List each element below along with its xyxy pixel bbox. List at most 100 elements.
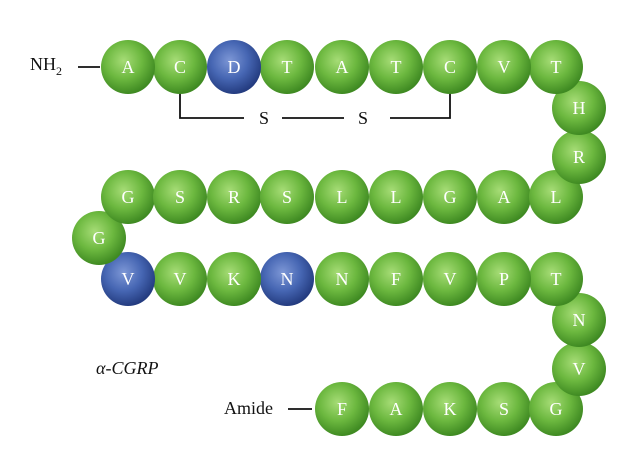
residue-bead — [315, 252, 369, 306]
residue-bead — [552, 342, 606, 396]
residue-bead — [72, 211, 126, 265]
residue-33: G — [529, 382, 583, 436]
residue-letter: L — [551, 187, 562, 207]
residue-letter: D — [228, 57, 241, 77]
residue-bead — [315, 170, 369, 224]
residue-bead-highlighted — [101, 252, 155, 306]
residue-bead — [552, 293, 606, 347]
residue-23: V — [153, 252, 207, 306]
residue-3: D — [207, 40, 261, 94]
residue-letter: G — [93, 228, 106, 248]
residue-6: T — [369, 40, 423, 94]
residue-36: A — [369, 382, 423, 436]
residue-bead — [552, 130, 606, 184]
residue-17: S — [260, 170, 314, 224]
residue-37: F — [315, 382, 369, 436]
residue-bead — [477, 170, 531, 224]
residue-letter: N — [336, 269, 349, 289]
residue-35: K — [423, 382, 477, 436]
residue-25: N — [260, 252, 314, 306]
residue-34: S — [477, 382, 531, 436]
residue-14: G — [423, 170, 477, 224]
residue-bead — [260, 170, 314, 224]
residue-28: V — [423, 252, 477, 306]
residue-letter: K — [444, 399, 457, 419]
n-terminus-label: NH2 — [30, 54, 62, 78]
residue-letter: T — [391, 57, 402, 77]
residue-letter: K — [228, 269, 241, 289]
residue-bead — [529, 170, 583, 224]
residue-13: A — [477, 170, 531, 224]
residue-2: C — [153, 40, 207, 94]
residue-bead — [529, 40, 583, 94]
residue-bead — [552, 81, 606, 135]
residue-letter: T — [282, 57, 293, 77]
residue-letter: F — [337, 399, 347, 419]
residue-letter: R — [228, 187, 240, 207]
residue-letter: V — [174, 269, 187, 289]
residue-15: L — [369, 170, 423, 224]
residue-bead — [423, 252, 477, 306]
residue-10: H — [552, 81, 606, 135]
residue-letter: F — [391, 269, 401, 289]
c-terminus-label: Amide — [224, 398, 273, 418]
residue-19: S — [153, 170, 207, 224]
residue-bead — [153, 252, 207, 306]
residue-bead — [101, 170, 155, 224]
residue-letter: G — [550, 399, 563, 419]
residue-bead — [369, 252, 423, 306]
residue-letter: G — [122, 187, 135, 207]
residue-26: N — [315, 252, 369, 306]
residue-letter: A — [498, 187, 511, 207]
disulfide-sulfur-right: S — [358, 108, 368, 128]
residue-22: V — [101, 252, 155, 306]
residue-bead — [477, 382, 531, 436]
residue-bead — [477, 252, 531, 306]
residue-bead-highlighted — [207, 40, 261, 94]
residue-bead — [207, 252, 261, 306]
residue-1: A — [101, 40, 155, 94]
residue-bead — [529, 382, 583, 436]
residue-letter: H — [573, 98, 586, 118]
residue-20: G — [101, 170, 155, 224]
residue-bead — [423, 40, 477, 94]
residue-8: V — [477, 40, 531, 94]
residue-bead — [260, 40, 314, 94]
residue-bead — [153, 40, 207, 94]
residue-18: R — [207, 170, 261, 224]
residue-12: L — [529, 170, 583, 224]
disulfide-bridge-right — [390, 92, 451, 119]
residue-letter: V — [122, 269, 135, 289]
residue-9: T — [529, 40, 583, 94]
residue-4: T — [260, 40, 314, 94]
residue-letter: V — [498, 57, 511, 77]
residue-letter: P — [499, 269, 509, 289]
residue-letter: T — [551, 269, 562, 289]
residue-32: V — [552, 342, 606, 396]
residue-27: F — [369, 252, 423, 306]
residue-24: K — [207, 252, 261, 306]
residue-21: G — [72, 211, 126, 265]
residue-7: C — [423, 40, 477, 94]
peptide-title: α-CGRP — [96, 358, 158, 378]
disulfide-sulfur-left: S — [259, 108, 269, 128]
residue-31: N — [552, 293, 606, 347]
residue-letter: S — [499, 399, 509, 419]
residue-bead — [423, 382, 477, 436]
residue-letter: C — [444, 57, 456, 77]
residue-letter: G — [444, 187, 457, 207]
residue-5: A — [315, 40, 369, 94]
residue-letter: L — [337, 187, 348, 207]
disulfide-bridge-left — [179, 92, 344, 119]
residue-bead-highlighted — [260, 252, 314, 306]
residue-16: L — [315, 170, 369, 224]
residue-bead — [423, 170, 477, 224]
residue-letter: A — [390, 399, 403, 419]
residue-letter: L — [391, 187, 402, 207]
residue-letter: C — [174, 57, 186, 77]
residue-letter: T — [551, 57, 562, 77]
residue-letter: R — [573, 147, 585, 167]
residue-letter: V — [444, 269, 457, 289]
